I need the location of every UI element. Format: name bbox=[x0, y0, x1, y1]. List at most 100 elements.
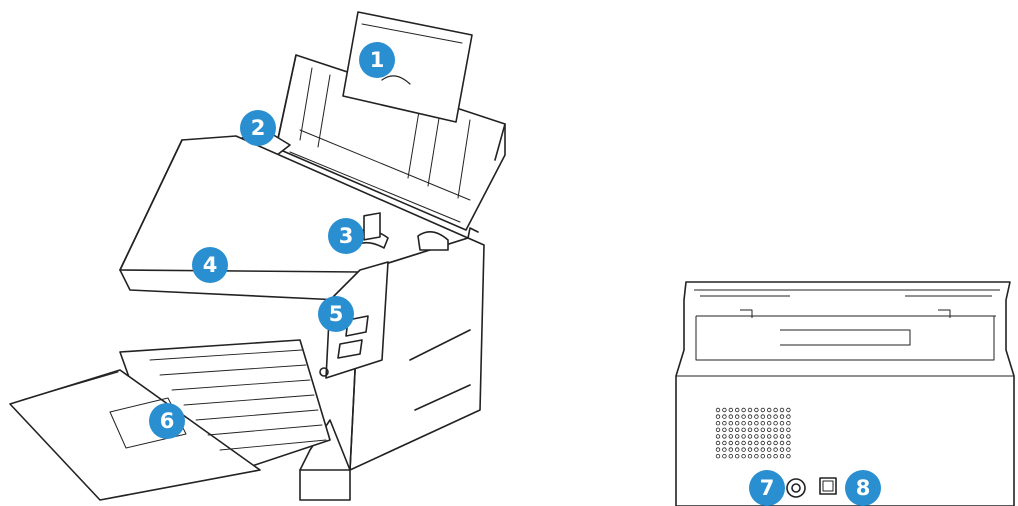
vent-hole bbox=[742, 421, 746, 425]
callout-label: 8 bbox=[845, 470, 881, 506]
callout-label: 4 bbox=[192, 247, 228, 283]
vent-hole bbox=[735, 441, 739, 445]
vent-hole bbox=[761, 435, 765, 439]
vent-hole bbox=[787, 454, 791, 458]
vent-hole bbox=[748, 408, 752, 412]
vent-hole bbox=[748, 454, 752, 458]
callout-label: 7 bbox=[749, 470, 785, 506]
callout-1: 1 bbox=[359, 42, 395, 78]
vent-hole bbox=[755, 448, 759, 452]
vent-hole bbox=[755, 441, 759, 445]
callout-3: 3 bbox=[328, 218, 364, 254]
vent-hole bbox=[767, 448, 771, 452]
vent-hole bbox=[723, 415, 727, 419]
vent-hole bbox=[780, 441, 784, 445]
vent-hole bbox=[723, 454, 727, 458]
vent-hole bbox=[735, 415, 739, 419]
callout-label: 3 bbox=[328, 218, 364, 254]
vent-hole bbox=[748, 415, 752, 419]
vent-hole bbox=[723, 448, 727, 452]
vent-hole bbox=[748, 421, 752, 425]
vent-hole bbox=[774, 421, 778, 425]
vent-hole bbox=[742, 408, 746, 412]
vent-hole bbox=[729, 428, 733, 432]
callout-label: 5 bbox=[318, 296, 354, 332]
vent-hole bbox=[767, 421, 771, 425]
vent-hole bbox=[780, 448, 784, 452]
usb-port bbox=[820, 478, 836, 494]
vent-hole bbox=[767, 415, 771, 419]
vent-hole bbox=[716, 441, 720, 445]
vent-hole bbox=[742, 415, 746, 419]
vent-hole bbox=[729, 408, 733, 412]
vent-hole bbox=[729, 441, 733, 445]
vent-hole bbox=[735, 454, 739, 458]
vent-hole bbox=[767, 428, 771, 432]
power-port bbox=[787, 479, 805, 497]
vent-hole bbox=[755, 421, 759, 425]
vent-hole bbox=[780, 454, 784, 458]
vent-hole bbox=[780, 408, 784, 412]
vent-hole bbox=[780, 435, 784, 439]
vent-hole bbox=[780, 415, 784, 419]
vent-hole bbox=[761, 421, 765, 425]
vent-hole bbox=[787, 415, 791, 419]
vent-hole bbox=[742, 435, 746, 439]
vent-hole bbox=[774, 435, 778, 439]
vent-hole bbox=[735, 408, 739, 412]
vent-hole bbox=[780, 421, 784, 425]
vent-hole bbox=[787, 435, 791, 439]
vent-hole bbox=[748, 448, 752, 452]
vent-hole bbox=[787, 421, 791, 425]
callout-2: 2 bbox=[240, 110, 276, 146]
vent-hole bbox=[787, 441, 791, 445]
vent-hole bbox=[729, 435, 733, 439]
vent-hole bbox=[748, 428, 752, 432]
vent-hole bbox=[767, 435, 771, 439]
vent-hole bbox=[742, 428, 746, 432]
vent-hole bbox=[761, 441, 765, 445]
vent-hole bbox=[787, 408, 791, 412]
vent-hole bbox=[774, 441, 778, 445]
vent-hole bbox=[716, 448, 720, 452]
vent-hole bbox=[716, 454, 720, 458]
vent-hole bbox=[774, 408, 778, 412]
callout-7: 7 bbox=[749, 470, 785, 506]
vent-hole bbox=[761, 428, 765, 432]
vent-hole bbox=[723, 421, 727, 425]
vent-hole bbox=[761, 448, 765, 452]
vent-hole bbox=[729, 421, 733, 425]
vent-hole bbox=[748, 435, 752, 439]
vent-hole bbox=[716, 435, 720, 439]
vent-hole bbox=[755, 408, 759, 412]
vent-hole bbox=[742, 448, 746, 452]
vent-hole bbox=[729, 454, 733, 458]
vent-hole bbox=[735, 435, 739, 439]
callout-label: 1 bbox=[359, 42, 395, 78]
vent-hole bbox=[787, 448, 791, 452]
vent-hole bbox=[755, 428, 759, 432]
vent-hole bbox=[723, 435, 727, 439]
vent-hole bbox=[774, 454, 778, 458]
vent-hole bbox=[761, 415, 765, 419]
callout-5: 5 bbox=[318, 296, 354, 332]
vent-hole bbox=[723, 428, 727, 432]
vent-hole bbox=[716, 415, 720, 419]
vent-hole bbox=[729, 415, 733, 419]
vent-hole bbox=[774, 428, 778, 432]
vent-hole bbox=[723, 441, 727, 445]
callout-label: 2 bbox=[240, 110, 276, 146]
vent-hole bbox=[735, 421, 739, 425]
vent-hole bbox=[767, 408, 771, 412]
vent-hole bbox=[716, 421, 720, 425]
vent-hole bbox=[723, 408, 727, 412]
vent-hole bbox=[716, 408, 720, 412]
callout-8: 8 bbox=[845, 470, 881, 506]
vent-hole bbox=[735, 448, 739, 452]
vent-hole bbox=[767, 441, 771, 445]
callout-label: 6 bbox=[149, 403, 185, 439]
vent-hole bbox=[774, 415, 778, 419]
vent-hole bbox=[774, 448, 778, 452]
vent-hole bbox=[755, 435, 759, 439]
